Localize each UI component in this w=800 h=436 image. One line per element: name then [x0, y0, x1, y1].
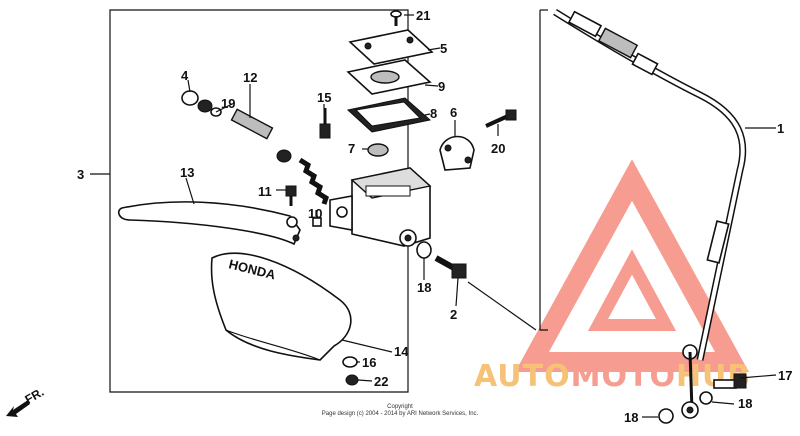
handlebar-holder	[439, 135, 475, 171]
brake-cable	[553, 9, 747, 419]
callout-8: 8	[430, 106, 437, 121]
cable-bracket	[539, 10, 548, 331]
callout-16: 16	[362, 355, 376, 370]
banjo-bolt	[434, 255, 467, 279]
assembly-bracket	[109, 9, 409, 393]
reservoir-diaphragm-plate	[346, 59, 432, 95]
callout-1: 1	[777, 121, 784, 136]
callouts: 1 2 3 4 5 6 7 8 9 10 11 12 13 14 15 16 1…	[77, 8, 792, 425]
o-ring	[367, 143, 389, 157]
callout-19: 19	[221, 96, 235, 111]
reservoir-diaphragm	[346, 97, 432, 133]
holder-bolt	[485, 109, 517, 128]
callout-6: 6	[450, 105, 457, 120]
pivot-nut	[312, 217, 322, 227]
front-direction-arrow-icon: FR.	[6, 385, 46, 417]
copyright-line-2: Page design (c) 2004 - 2014 by ARI Netwo…	[322, 411, 479, 417]
callout-10: 10	[308, 206, 322, 221]
watermark-logo: AUTOMOTOHUB	[474, 159, 751, 394]
guard-screw	[342, 356, 359, 386]
callout-22: 22	[374, 374, 388, 389]
cap-screw	[390, 10, 402, 26]
watermark-auto: AUTOMOTOHUB	[474, 359, 751, 394]
copyright-line-1: Copyright	[387, 404, 413, 410]
watermark-triangle-icon	[515, 159, 749, 372]
piston-kit	[181, 90, 329, 205]
callout-17: 17	[778, 368, 792, 383]
callout-13: 13	[180, 165, 194, 180]
sealing-washer	[416, 241, 432, 259]
mount-bolt	[319, 108, 331, 139]
lower-washer-right	[699, 391, 713, 405]
pivot-bolt	[285, 185, 297, 206]
callout-9: 9	[438, 79, 445, 94]
callout-18-banjo: 18	[417, 280, 431, 295]
lever-guard: HONDA	[210, 252, 352, 361]
reservoir-cap	[348, 29, 434, 65]
callout-11: 11	[258, 184, 272, 199]
callout-14: 14	[394, 344, 409, 359]
master-cylinder	[329, 167, 432, 247]
callout-12: 12	[243, 70, 257, 85]
callout-2: 2	[450, 307, 457, 322]
brake-lever	[117, 201, 301, 246]
callout-5: 5	[440, 41, 447, 56]
callout-15: 15	[317, 90, 331, 105]
callout-18-right: 18	[738, 396, 752, 411]
leader-lines	[185, 14, 777, 418]
callout-4: 4	[181, 68, 189, 83]
lower-washer-left	[658, 408, 674, 424]
callout-7: 7	[348, 141, 355, 156]
callout-18-left: 18	[624, 410, 638, 425]
callout-21: 21	[416, 8, 430, 23]
callout-3: 3	[77, 167, 84, 182]
callout-20: 20	[491, 141, 505, 156]
